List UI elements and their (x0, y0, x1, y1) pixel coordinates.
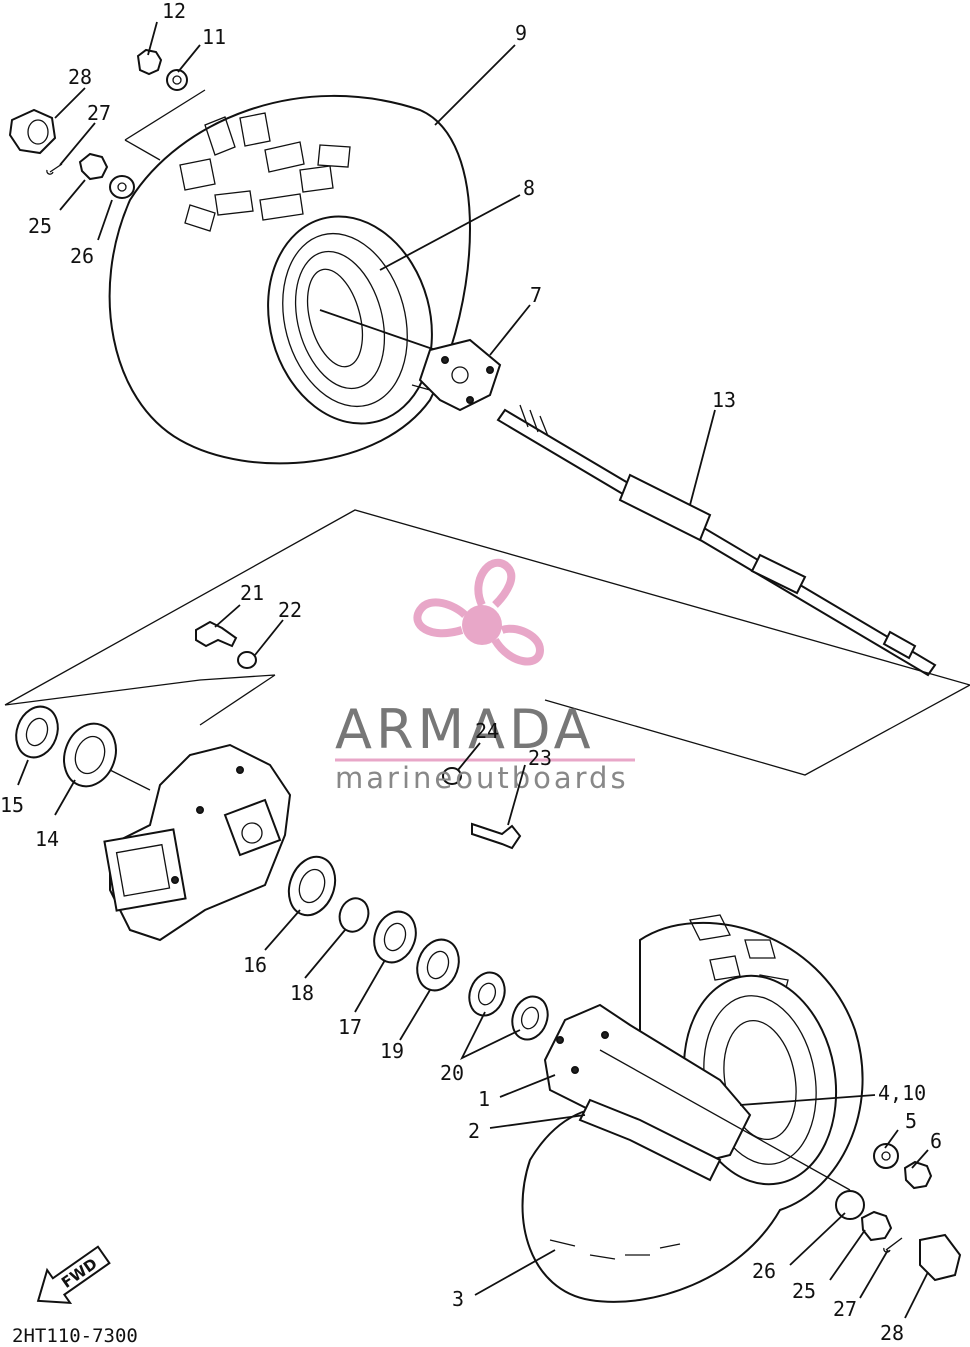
label-11: 11 (202, 25, 226, 49)
label-12: 12 (162, 0, 186, 23)
top-wheel-rim (267, 215, 451, 425)
label-9: 9 (515, 21, 527, 45)
label-27-bottom: 27 (833, 1297, 857, 1321)
cotter-pin-27-top (46, 163, 63, 175)
bearings-left (15, 705, 151, 791)
watermark-title: ARMADA (335, 698, 595, 761)
label-20: 20 (440, 1061, 464, 1085)
label-25-bottom: 25 (792, 1279, 816, 1303)
part-number-labels: 12 11 9 28 27 25 26 8 7 13 21 22 24 23 1… (0, 0, 942, 1345)
rear-axle-shaft (496, 404, 937, 677)
label-26-bottom: 26 (752, 1259, 776, 1283)
label-15: 15 (0, 793, 24, 817)
leader-lines (17, 21, 929, 1319)
top-wheel-hub (411, 338, 502, 412)
label-7: 7 (530, 283, 542, 307)
watermark-subtitle: marineoutboards (335, 761, 629, 795)
label-13: 13 (712, 388, 736, 412)
label-23: 23 (528, 746, 552, 770)
label-24: 24 (475, 719, 499, 743)
top-fasteners (8, 48, 206, 199)
label-5: 5 (905, 1109, 917, 1133)
nut-12 (136, 48, 163, 76)
label-19: 19 (380, 1039, 404, 1063)
label-2: 2 (468, 1119, 480, 1143)
label-27-top: 27 (87, 101, 111, 125)
assembly-boundary-line (4, 509, 970, 776)
bottom-fasteners (835, 1143, 962, 1282)
washer-11 (166, 69, 188, 91)
label-6: 6 (930, 1129, 942, 1153)
seals-bearings-right (287, 855, 549, 1041)
label-22: 22 (278, 598, 302, 622)
label-16: 16 (243, 953, 267, 977)
label-14: 14 (35, 827, 59, 851)
label-1: 1 (478, 1087, 490, 1111)
label-8: 8 (523, 176, 535, 200)
label-28-top: 28 (68, 65, 92, 89)
label-4-10: 4,10 (878, 1081, 926, 1105)
label-28-bottom: 28 (880, 1321, 904, 1345)
label-21: 21 (240, 581, 264, 605)
washer-26-top (109, 175, 135, 199)
final-gear-case (103, 743, 292, 942)
propeller-logo-icon (413, 558, 545, 666)
drawing-code: 2HT110-7300 (12, 1325, 138, 1347)
forward-direction-arrow: FWD (36, 1245, 111, 1304)
label-17: 17 (338, 1015, 362, 1039)
case-fasteners (195, 620, 522, 850)
label-18: 18 (290, 981, 314, 1005)
label-26-top: 26 (70, 244, 94, 268)
label-25-top: 25 (28, 214, 52, 238)
label-3: 3 (452, 1287, 464, 1311)
armada-watermark: ARMADA marineoutboards (335, 558, 635, 795)
swingarm-housing (543, 1003, 851, 1191)
nut-25-top (78, 152, 109, 181)
